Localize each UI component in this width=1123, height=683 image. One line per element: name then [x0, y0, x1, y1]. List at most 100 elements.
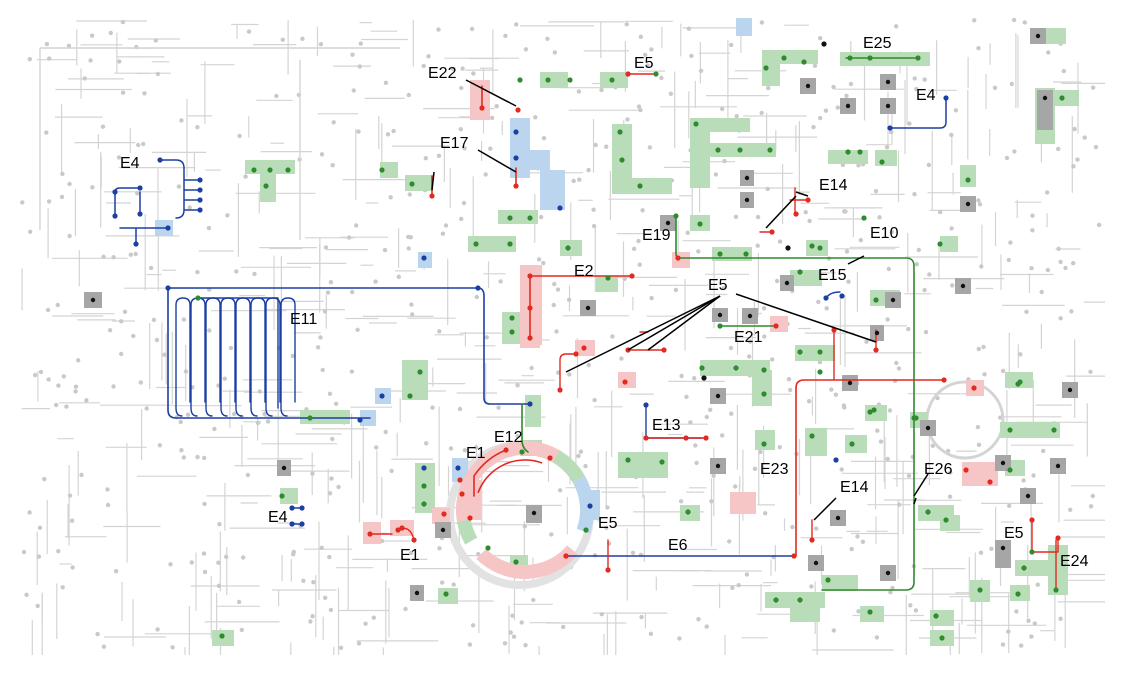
pathway-node [1007, 504, 1011, 508]
metabolite-dot [475, 285, 480, 290]
metabolite-dot [1017, 379, 1022, 384]
pathway-node [195, 455, 199, 459]
pathway-node [807, 399, 811, 403]
enzyme-label-e13: E13 [652, 417, 681, 434]
pathway-node [542, 136, 546, 140]
pathway-node [131, 334, 135, 338]
pathway-node [281, 38, 285, 42]
metabolite-dot [112, 213, 117, 218]
pathway-node [705, 415, 709, 419]
pathway-node [503, 34, 507, 38]
pathway-node [649, 296, 653, 300]
highlight-box [438, 588, 458, 604]
pathway-node [471, 623, 475, 627]
metabolite-dot [637, 183, 642, 188]
pathway-node [639, 615, 643, 619]
pathway-node [747, 354, 751, 358]
metabolite-dot-black [745, 176, 749, 180]
metabolite-dot [622, 379, 627, 384]
pathway-node [886, 457, 890, 461]
pathway-node [462, 201, 466, 205]
metabolite-dot-black [1001, 546, 1005, 550]
metabolite-dot [1059, 95, 1064, 100]
metabolite-dot [407, 393, 412, 398]
pathway-node [323, 309, 327, 313]
metabolite-dot-black [1036, 34, 1040, 38]
pathway-node [775, 279, 779, 283]
metabolite-dot [717, 323, 722, 328]
pathway-node [976, 198, 980, 202]
pathway-node [318, 335, 322, 339]
pathway-node [649, 632, 653, 636]
pathway-node [232, 412, 236, 416]
pathway-node [389, 195, 393, 199]
pathway-node [47, 199, 51, 203]
metabolite-dot [457, 477, 462, 482]
enzyme-label-e17: E17 [440, 135, 469, 152]
metabolite-dot [661, 347, 666, 352]
metabolite-dot [801, 59, 806, 64]
metabolite-dot [761, 391, 766, 396]
pathway-node [1026, 619, 1030, 623]
pathway-node [356, 129, 360, 133]
metabolite-dot [455, 465, 460, 470]
pathway-node [850, 547, 854, 551]
pathway-node [156, 72, 160, 76]
pathway-node [409, 302, 413, 306]
pathway-node [182, 317, 186, 321]
metabolite-dot [987, 479, 992, 484]
metabolite-dot-black [745, 198, 749, 202]
metabolite-dot [509, 315, 514, 320]
highlight-box [940, 515, 960, 531]
pathway-node [816, 300, 820, 304]
metabolite-dot [1055, 535, 1060, 540]
metabolite-dot [513, 559, 518, 564]
pathway-node [648, 145, 652, 149]
pathway-node [694, 461, 698, 465]
pathway-node [207, 328, 211, 332]
pathway-node [27, 510, 31, 514]
pathway-node [95, 632, 99, 636]
metabolite-dot [941, 377, 946, 382]
pathway-node [515, 383, 519, 387]
pathway-node [1031, 473, 1035, 477]
pathway-node [549, 532, 553, 536]
pathway-node [444, 223, 448, 227]
metabolite-dot [429, 193, 434, 198]
pathway-node [1007, 258, 1011, 262]
pathway-node [577, 89, 581, 93]
pathway-node [735, 114, 739, 118]
pathway-node [119, 352, 123, 356]
metabolite-dot [797, 597, 802, 602]
pathway-node [861, 540, 865, 544]
metabolite-dot [112, 189, 117, 194]
pathway-node [117, 59, 121, 63]
metabolite-dot [507, 241, 512, 246]
pathway-node [320, 546, 324, 550]
pathway-node [350, 53, 354, 57]
pathway-node [1023, 20, 1027, 24]
pathway-node [188, 205, 192, 209]
enzyme-label-e1b: E1 [400, 547, 420, 564]
pathway-node [733, 484, 737, 488]
metabolite-dot [165, 285, 170, 290]
pathway-node [1075, 157, 1079, 161]
pathway-node [692, 376, 696, 380]
pathway-node [386, 132, 390, 136]
pathway-node [619, 356, 623, 360]
pathway-node [391, 129, 395, 133]
enzyme-label-e10: E10 [870, 225, 899, 242]
pathway-node [101, 125, 105, 129]
pathway-node [459, 127, 463, 131]
metabolite-dot [421, 465, 426, 470]
pathway-node [330, 437, 334, 441]
pathway-node [1001, 369, 1005, 373]
metabolite-dot [1029, 549, 1034, 554]
metabolite-dot [547, 455, 552, 460]
metabolite-dot [717, 251, 722, 256]
pathway-node [468, 642, 472, 646]
metabolite-dot [263, 183, 268, 188]
pathway-node [44, 130, 48, 134]
pathway-node [760, 111, 764, 115]
metabolite-dot [699, 365, 704, 370]
